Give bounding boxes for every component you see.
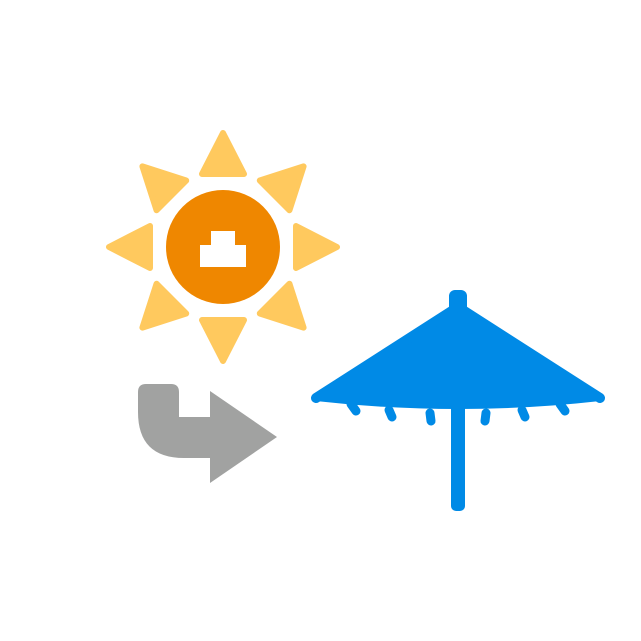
sun-rays: [106, 130, 340, 364]
arrow-shape: [138, 384, 277, 483]
umbrella-tassel: [425, 408, 436, 426]
umbrella-left-rib: [311, 302, 463, 403]
sun-ray: [256, 280, 307, 331]
sun-ray: [139, 163, 190, 214]
sun-ray: [139, 280, 190, 331]
umbrella-tassel: [346, 399, 361, 416]
sun-ray: [106, 223, 153, 271]
sun-ray: [199, 130, 247, 177]
umbrella-tassels: [346, 399, 570, 426]
umbrella-pole: [451, 395, 465, 511]
umbrella-tassel: [384, 405, 397, 422]
umbrella-tassel: [480, 408, 491, 426]
umbrella-icon: [311, 290, 605, 511]
sun-emblem: [200, 231, 246, 267]
sun-ray: [256, 163, 307, 214]
turn-right-arrow-icon: [138, 384, 277, 483]
umbrella-tassel: [517, 405, 530, 422]
umbrella-tassel: [555, 399, 570, 416]
sun-ray: [293, 223, 340, 271]
sun-icon: [106, 130, 340, 364]
umbrella-canopy: [313, 304, 603, 409]
sun-ray: [199, 317, 247, 364]
umbrella-right-rib: [453, 302, 605, 403]
